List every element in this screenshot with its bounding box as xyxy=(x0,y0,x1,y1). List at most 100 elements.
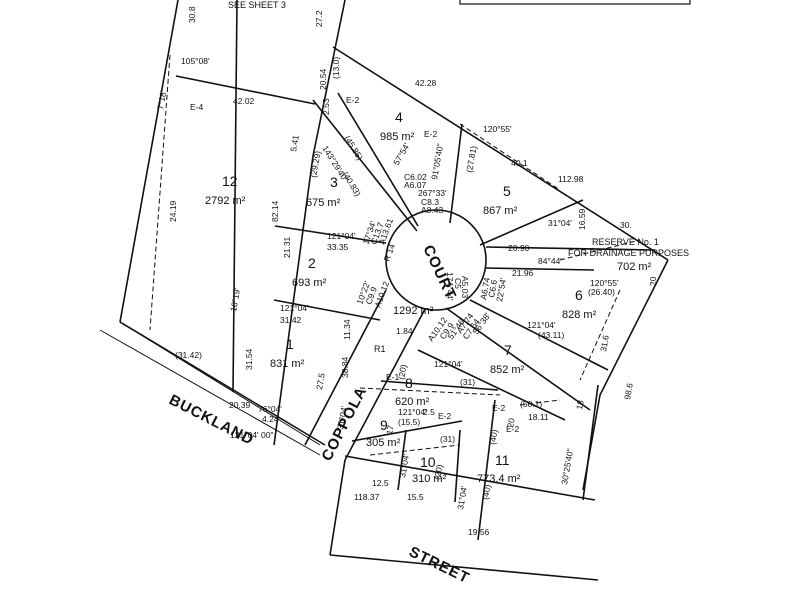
svg-text:42.28: 42.28 xyxy=(415,78,437,88)
svg-text:(31.42): (31.42) xyxy=(175,350,202,360)
lot-1: 1 831 m² xyxy=(270,336,305,370)
svg-text:A8.43: A8.43 xyxy=(421,205,443,215)
svg-text:E-2: E-2 xyxy=(492,403,506,413)
svg-text:E-4: E-4 xyxy=(190,102,204,112)
svg-text:RESERVE No. 1: RESERVE No. 1 xyxy=(592,237,659,247)
svg-text:E-2: E-2 xyxy=(424,129,438,139)
svg-text:305 m²: 305 m² xyxy=(366,437,401,449)
svg-text:10: 10 xyxy=(420,454,436,470)
lot-10: 10 310 m² xyxy=(412,454,447,485)
svg-text:8: 8 xyxy=(405,375,413,391)
svg-text:121°04': 121°04' xyxy=(527,320,556,330)
svg-text:(31): (31) xyxy=(460,377,475,387)
svg-text:A6.07: A6.07 xyxy=(404,180,426,190)
lot-5: 5 867 m² xyxy=(483,183,518,217)
svg-text:(40): (40) xyxy=(487,429,500,446)
svg-text:(15.5): (15.5) xyxy=(398,417,420,427)
svg-text:91°05'40": 91°05'40" xyxy=(429,143,445,181)
svg-text:19.56: 19.56 xyxy=(468,527,490,537)
svg-text:118.37: 118.37 xyxy=(354,492,380,502)
svg-text:24.19: 24.19 xyxy=(168,200,178,222)
svg-text:2.5: 2.5 xyxy=(423,407,435,417)
svg-text:11.34: 11.34 xyxy=(342,319,352,340)
svg-text:40.1: 40.1 xyxy=(511,158,528,168)
court-r1: R1 xyxy=(374,344,386,354)
svg-text:121°04': 121°04' xyxy=(398,407,427,417)
svg-text:84°44': 84°44' xyxy=(538,256,562,266)
dimension-annotations: 30.8 27.2 7°18' 105°08' 42.02 24.19 E-4 … xyxy=(155,6,658,537)
svg-text:121°04' 00": 121°04' 00" xyxy=(230,430,274,440)
svg-text:867 m²: 867 m² xyxy=(483,205,518,217)
svg-text:(40): (40) xyxy=(480,484,493,501)
svg-text:620 m²: 620 m² xyxy=(395,396,430,408)
svg-text:30.: 30. xyxy=(620,220,632,230)
svg-text:121°04': 121°04' xyxy=(280,303,309,313)
svg-text:E-2: E-2 xyxy=(346,95,360,105)
svg-text:C8.3: C8.3 xyxy=(421,197,439,207)
svg-text:5.41: 5.41 xyxy=(288,134,301,152)
svg-text:120°55': 120°55' xyxy=(483,124,512,134)
svg-text:2.53: 2.53 xyxy=(321,98,331,115)
svg-text:98.6: 98.6 xyxy=(622,382,635,400)
svg-text:76°04': 76°04' xyxy=(258,404,282,414)
svg-text:(13.0): (13.0) xyxy=(331,57,341,79)
svg-text:(26.40): (26.40) xyxy=(588,287,615,297)
svg-text:693 m²: 693 m² xyxy=(292,277,327,289)
svg-text:1: 1 xyxy=(286,336,294,352)
svg-text:174°44': 174°44' xyxy=(445,272,455,301)
svg-text:(40.83): (40.83) xyxy=(340,170,363,198)
svg-text:27.5: 27.5 xyxy=(314,372,327,390)
svg-text:C6.6: C6.6 xyxy=(486,279,499,299)
svg-text:31°04': 31°04' xyxy=(397,453,411,479)
svg-text:42.02: 42.02 xyxy=(233,96,255,106)
svg-text:C5: C5 xyxy=(453,278,463,289)
svg-text:20.90: 20.90 xyxy=(508,243,530,253)
svg-text:E-1: E-1 xyxy=(386,372,400,382)
svg-text:30°25'40": 30°25'40" xyxy=(559,448,575,486)
svg-text:985 m²: 985 m² xyxy=(380,131,415,143)
lot-4: 4 985 m² xyxy=(380,109,415,143)
court-area: 1292 m² xyxy=(393,305,434,317)
svg-text:105°08': 105°08' xyxy=(181,56,210,66)
svg-text:702 m²: 702 m² xyxy=(617,261,652,273)
svg-text:310 m²: 310 m² xyxy=(412,473,447,485)
svg-text:17: 17 xyxy=(384,424,396,435)
svg-text:828 m²: 828 m² xyxy=(562,309,597,321)
lot-12: 12 2792 m² xyxy=(205,173,246,207)
svg-text:20: 20 xyxy=(505,417,517,428)
svg-text:31°04': 31°04' xyxy=(548,218,572,228)
svg-text:773.4 m²: 773.4 m² xyxy=(477,473,521,485)
svg-text:(45.85): (45.85) xyxy=(342,134,365,162)
svg-text:21.31: 21.31 xyxy=(282,236,292,258)
svg-text:7: 7 xyxy=(504,342,512,358)
svg-text:5: 5 xyxy=(503,183,511,199)
svg-text:C6.02: C6.02 xyxy=(404,172,427,182)
svg-text:120°55': 120°55' xyxy=(590,278,619,288)
svg-text:4: 4 xyxy=(395,109,403,125)
svg-text:4.24: 4.24 xyxy=(262,414,279,424)
svg-text:38.84: 38.84 xyxy=(340,356,350,378)
svg-text:831 m²: 831 m² xyxy=(270,358,305,370)
lot-7: 7 852 m² xyxy=(490,342,525,376)
svg-text:20.54: 20.54 xyxy=(318,68,328,90)
svg-text:57°54': 57°54' xyxy=(391,141,412,167)
svg-text:2792 m²: 2792 m² xyxy=(205,195,246,207)
reserve-drainage: RESERVE No. 1 FOR DRAINAGE PURPOSES 702 … xyxy=(568,237,689,273)
svg-text:82.14: 82.14 xyxy=(270,200,280,222)
svg-text:31.54: 31.54 xyxy=(244,348,254,370)
svg-text:A5.03: A5.03 xyxy=(460,276,470,298)
svg-text:121°04': 121°04' xyxy=(434,359,463,369)
svg-text:6: 6 xyxy=(575,287,583,303)
svg-text:112.98: 112.98 xyxy=(558,174,584,184)
svg-text:31°04': 31°04' xyxy=(335,405,349,431)
svg-text:33.35: 33.35 xyxy=(327,242,349,252)
svg-text:31°04': 31°04' xyxy=(455,485,469,511)
svg-text:(20): (20) xyxy=(432,464,445,481)
svg-text:18.11: 18.11 xyxy=(528,412,549,422)
sheet-box xyxy=(459,0,691,5)
svg-text:FOR DRAINAGE PURPOSES: FOR DRAINAGE PURPOSES xyxy=(568,248,689,258)
svg-text:(50.1): (50.1) xyxy=(520,399,542,409)
lot-8: 8 620 m² xyxy=(395,375,430,408)
court-cul-de-sac xyxy=(385,209,487,311)
